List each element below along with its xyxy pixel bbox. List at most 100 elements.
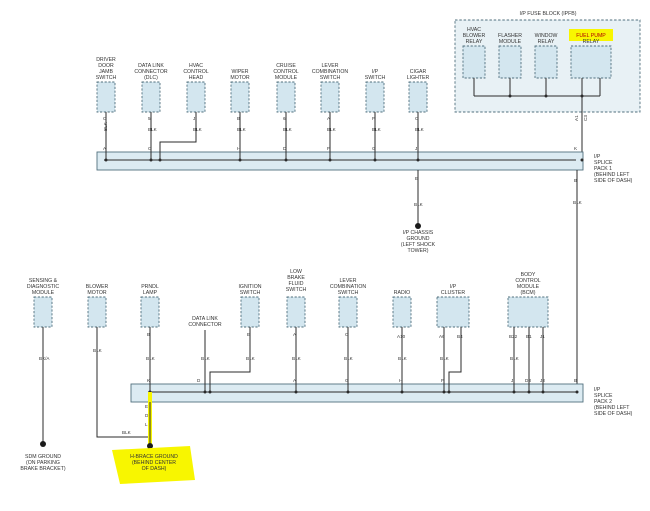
svg-text:BLK: BLK bbox=[122, 430, 132, 435]
svg-text:BLK: BLK bbox=[440, 356, 450, 361]
svg-text:BLK: BLK bbox=[246, 356, 256, 361]
svg-text:I/P: I/P bbox=[594, 154, 601, 160]
svg-text:LAMP: LAMP bbox=[143, 290, 158, 296]
svg-text:B: B bbox=[147, 332, 150, 337]
data-link-connector-dlc: DATA LINK CONNECTOR (DLC) 5 BLK C bbox=[134, 63, 168, 162]
svg-text:BLK: BLK bbox=[292, 356, 302, 361]
svg-text:E: E bbox=[145, 404, 148, 409]
svg-text:PACK 2: PACK 2 bbox=[594, 399, 612, 405]
fuse-block-title: I/P FUSE BLOCK (IPFB) bbox=[520, 11, 577, 17]
svg-text:LEVER: LEVER bbox=[339, 278, 356, 284]
svg-text:BLOWER: BLOWER bbox=[463, 33, 486, 39]
svg-text:WINDOW: WINDOW bbox=[535, 33, 558, 39]
svg-text:F: F bbox=[327, 146, 330, 151]
svg-text:LEVER: LEVER bbox=[321, 63, 338, 69]
svg-text:J: J bbox=[415, 146, 417, 151]
hvac-control-head: HVAC CONTROL HEAD J BLK bbox=[158, 63, 209, 162]
svg-text:A6: A6 bbox=[439, 334, 445, 339]
svg-text:B22: B22 bbox=[509, 334, 518, 339]
svg-text:CONTROL: CONTROL bbox=[273, 69, 298, 75]
svg-text:D: D bbox=[283, 146, 287, 151]
window-relay bbox=[534, 45, 558, 79]
svg-text:C3: C3 bbox=[583, 115, 588, 121]
svg-text:MODULE: MODULE bbox=[32, 290, 55, 296]
svg-text:BLK: BLK bbox=[201, 356, 211, 361]
svg-text:GROUND: GROUND bbox=[406, 236, 429, 242]
svg-text:SENSING &: SENSING & bbox=[29, 278, 58, 284]
svg-text:MOTOR: MOTOR bbox=[87, 290, 106, 296]
svg-text:SPLICE: SPLICE bbox=[594, 160, 613, 166]
svg-text:A: A bbox=[103, 146, 107, 151]
svg-text:D3: D3 bbox=[525, 378, 531, 383]
svg-text:PRNDL: PRNDL bbox=[141, 284, 159, 290]
svg-text:(DLC): (DLC) bbox=[144, 75, 158, 81]
svg-text:A: A bbox=[327, 116, 331, 121]
svg-text:DATA LINK: DATA LINK bbox=[138, 63, 164, 69]
svg-text:DOOR: DOOR bbox=[98, 63, 114, 69]
svg-text:HEAD: HEAD bbox=[189, 75, 204, 81]
svg-text:A1: A1 bbox=[574, 115, 579, 121]
svg-text:F: F bbox=[441, 378, 444, 383]
svg-text:BLK: BLK bbox=[193, 127, 203, 132]
splice-pack-1: I/P SPLICE PACK 1 (BEHIND LEFT SIDE OF D… bbox=[96, 57, 633, 392]
svg-text:5: 5 bbox=[148, 116, 151, 121]
sensing-diagnostic-module: SENSING & DIAGNOSTIC MODULE BK/A SDM GRO… bbox=[20, 278, 66, 472]
svg-text:B4: B4 bbox=[457, 334, 463, 339]
svg-text:H-BRACE GROUND: H-BRACE GROUND bbox=[130, 454, 178, 460]
svg-text:L: L bbox=[145, 422, 148, 427]
svg-text:(BCM): (BCM) bbox=[521, 290, 536, 296]
svg-text:CLUSTER: CLUSTER bbox=[441, 290, 465, 296]
svg-text:SWITCH: SWITCH bbox=[338, 290, 359, 296]
svg-text:I/P CHASSIS: I/P CHASSIS bbox=[403, 230, 434, 236]
svg-text:JAMB: JAMB bbox=[99, 69, 113, 75]
svg-text:CONNECTOR: CONNECTOR bbox=[188, 322, 222, 328]
svg-text:(BEHIND CENTER: (BEHIND CENTER bbox=[132, 460, 176, 466]
svg-text:G: G bbox=[372, 146, 376, 151]
svg-text:FLUID: FLUID bbox=[289, 281, 304, 287]
svg-text:G: G bbox=[345, 378, 349, 383]
chassis-ground-icon bbox=[415, 223, 421, 229]
svg-text:BLK: BLK bbox=[415, 127, 425, 132]
svg-text:BK/A: BK/A bbox=[39, 356, 50, 361]
svg-text:B: B bbox=[574, 378, 577, 383]
svg-text:D: D bbox=[145, 413, 149, 418]
svg-text:BLK: BLK bbox=[148, 127, 158, 132]
svg-text:BLK: BLK bbox=[510, 356, 520, 361]
svg-text:MODULE: MODULE bbox=[499, 39, 522, 45]
svg-text:DRIVER: DRIVER bbox=[96, 57, 116, 63]
svg-text:MODULE: MODULE bbox=[275, 75, 298, 81]
svg-text:BLK: BLK bbox=[372, 127, 382, 132]
svg-text:RELAY: RELAY bbox=[583, 39, 600, 45]
svg-text:MOTOR: MOTOR bbox=[230, 75, 249, 81]
svg-text:BLK: BLK bbox=[344, 356, 354, 361]
svg-text:BLK: BLK bbox=[573, 200, 583, 205]
svg-text:C: C bbox=[103, 116, 107, 121]
svg-text:BLK: BLK bbox=[237, 127, 247, 132]
low-brake-fluid-switch: LOW BRAKE FLUID SWITCH A BLK A bbox=[286, 269, 306, 394]
svg-text:J3: J3 bbox=[540, 378, 545, 383]
svg-text:COMBINATION: COMBINATION bbox=[312, 69, 348, 75]
svg-text:SPLICE: SPLICE bbox=[594, 393, 613, 399]
svg-text:(BEHIND LEFT: (BEHIND LEFT bbox=[594, 405, 630, 411]
svg-text:C: C bbox=[345, 332, 349, 337]
svg-text:B: B bbox=[237, 116, 240, 121]
svg-text:BRAKE: BRAKE bbox=[287, 275, 305, 281]
svg-text:MODULE: MODULE bbox=[517, 284, 540, 290]
svg-text:C: C bbox=[415, 116, 419, 121]
svg-text:BLK: BLK bbox=[283, 127, 293, 132]
svg-text:BLOWER: BLOWER bbox=[86, 284, 109, 290]
svg-text:J: J bbox=[193, 116, 195, 121]
svg-text:B1: B1 bbox=[526, 334, 532, 339]
svg-text:(LEFT SHOCK: (LEFT SHOCK bbox=[401, 242, 436, 248]
h-brace-ground: E D L H-BRACE GROUND (BEHIND CENTER OF D… bbox=[112, 392, 195, 484]
svg-text:CONTROL: CONTROL bbox=[183, 69, 208, 75]
svg-text:CONNECTOR: CONNECTOR bbox=[134, 69, 168, 75]
flasher-module bbox=[498, 45, 522, 79]
fuel-pump-relay bbox=[570, 45, 612, 79]
blower-motor: BLOWER MOTOR BLK BLK bbox=[86, 284, 150, 438]
svg-text:LOW: LOW bbox=[290, 269, 302, 275]
svg-text:CONTROL: CONTROL bbox=[515, 278, 540, 284]
sdm-ground-icon bbox=[40, 441, 46, 447]
svg-text:B: B bbox=[574, 178, 577, 183]
svg-text:BLK: BLK bbox=[398, 356, 408, 361]
